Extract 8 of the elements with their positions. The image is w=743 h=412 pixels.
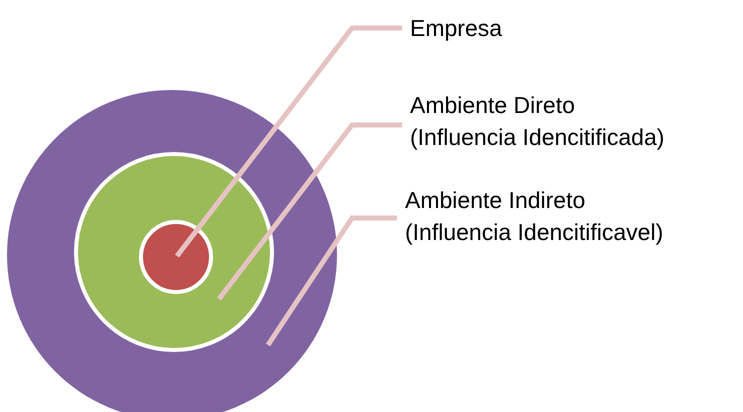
- leader-line: [175, 26, 402, 258]
- leader-line: [217, 122, 402, 301]
- leader-line: [266, 216, 397, 346]
- label-text: Ambiente Indireto: [405, 186, 586, 215]
- label-text: (Influencia Idencitificavel): [405, 218, 664, 247]
- label-text: Empresa: [410, 14, 502, 43]
- label-text: Ambiente Direto: [410, 91, 576, 120]
- label-text: (Influencia Idencitificada): [410, 123, 664, 152]
